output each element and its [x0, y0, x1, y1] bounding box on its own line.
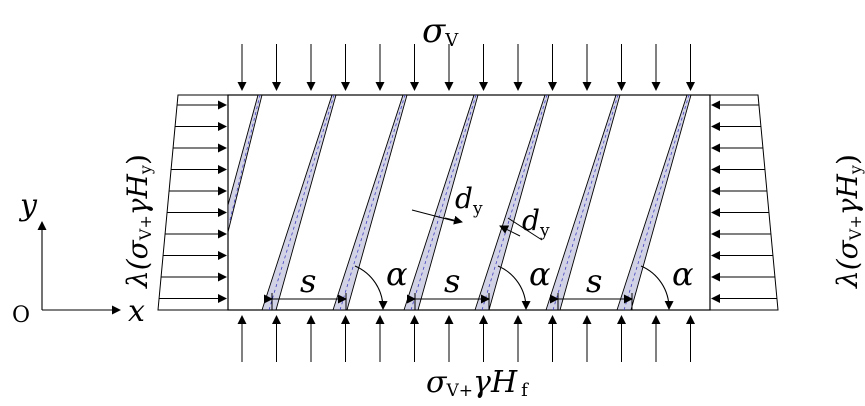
origin-label: O — [12, 303, 30, 328]
fracture-centerline — [552, 94, 619, 311]
right-lateral-load-label: λ(σV+γHy) — [831, 154, 865, 289]
right-lateral-load-arrows — [711, 100, 777, 303]
spacing-label-1: s — [300, 262, 316, 300]
axis-x-label: x — [128, 294, 145, 329]
right-lateral-load-diagram — [709, 94, 779, 311]
aperture-dimension — [411, 209, 543, 241]
fracture-partial — [227, 94, 263, 233]
left-lateral-load-label: λ(σV+γHy) — [121, 154, 155, 289]
fracture — [261, 94, 337, 311]
left-lateral-load-arrows — [159, 100, 227, 303]
fracture-centerline — [339, 94, 406, 311]
coordinate-axes — [37, 221, 121, 315]
fracture-centerline — [481, 94, 548, 311]
aperture-label-1: dy — [455, 182, 483, 219]
spacing-label-2: s — [444, 262, 460, 300]
spacing-dimensions — [264, 293, 633, 310]
inclined-fractures — [227, 94, 692, 311]
angle-label-2: α — [529, 255, 551, 293]
axis-y-label: y — [18, 188, 38, 223]
top-load-label: σV — [422, 11, 459, 51]
spacing-label-3: s — [586, 262, 602, 300]
fracture-centerline — [410, 94, 477, 311]
angle-arcs — [354, 265, 674, 310]
bottom-vertical-load-arrows — [237, 315, 695, 362]
fracture-centerline — [268, 94, 335, 311]
fracture — [545, 94, 621, 311]
fracture-centerline — [623, 94, 690, 311]
angle-label-3: α — [672, 255, 694, 293]
angle-label-1: α — [386, 255, 408, 293]
aperture-label-2: dy — [522, 204, 550, 241]
top-vertical-load-arrows — [237, 44, 695, 91]
left-lateral-load-diagram — [157, 94, 229, 311]
